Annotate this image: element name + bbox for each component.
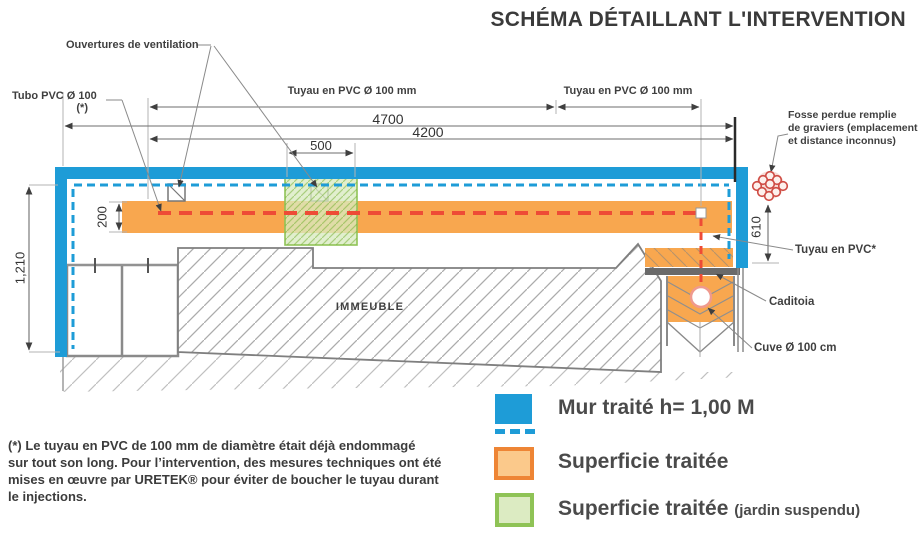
legend-swatch-jardin <box>495 493 534 527</box>
dim-500: 500 <box>310 138 332 153</box>
caditoia-label: Caditoia <box>769 296 815 308</box>
tuyau-pvc-left-label: Tuyau en PVC Ø 100 mm <box>287 85 417 97</box>
ventilation-openings-label: Ouvertures de ventilation <box>66 39 199 51</box>
dim-200: 200 <box>94 206 110 228</box>
tubo-pvc-note: (*) <box>76 102 88 114</box>
legend-label-mur-traite: Mur traité h= 1,00 M <box>558 396 755 419</box>
tuyau-pvc-star-label: Tuyau en PVC* <box>795 244 876 256</box>
dimension-lines <box>25 103 772 351</box>
dim-1210: 1,210 <box>12 251 28 285</box>
immeuble-label: IMMEUBLE <box>335 301 405 313</box>
page-title: SCHÉMA DÉTAILLANT L'INTERVENTION <box>490 8 906 31</box>
treated-area-band <box>122 201 744 357</box>
legend-swatch-superficie <box>494 447 534 480</box>
legend-label-superficie: Superficie traitée <box>558 450 729 473</box>
pipe-corner-junction <box>695 207 707 219</box>
building-shape <box>177 242 662 373</box>
tubo-pvc-label: Tubo PVC Ø 100 <box>12 90 97 102</box>
legend: Mur traité h= 1,00 M Superficie traitée … <box>492 392 917 534</box>
footnote-line: (*) Le tuyau en PVC de 100 mm de diamètr… <box>8 438 416 453</box>
footnote-line: sur tout son long. Pour l’intervention, … <box>8 455 442 470</box>
leader-lines <box>106 44 794 349</box>
slab-bar <box>645 268 740 275</box>
dim-4700: 4700 <box>372 111 404 127</box>
fosse-label-line3: et distance inconnus) <box>788 135 896 147</box>
cuve-label: Cuve Ø 100 cm <box>754 342 837 354</box>
legend-swatch-mur-dashes <box>495 429 535 435</box>
legend-swatch-mur-traite <box>495 394 532 424</box>
dim-610: 610 <box>748 216 764 238</box>
tuyau-pvc-right-label: Tuyau en PVC Ø 100 mm <box>563 85 693 97</box>
fosse-label-line2: de graviers (emplacement <box>788 122 918 134</box>
extension-lines <box>29 92 779 353</box>
basement-rooms <box>65 258 180 358</box>
legend-label-jardin: Superficie traitée (jardin suspendu) <box>558 497 861 520</box>
pvc-pipe-line <box>158 207 713 309</box>
footnote-line: le injections. <box>8 489 87 504</box>
footnote-line: mises en œuvre par URETEK® pour éviter d… <box>8 472 439 487</box>
treated-wall-band <box>55 167 748 357</box>
footnote: (*) Le tuyau en PVC de 100 mm de diamètr… <box>8 437 482 505</box>
ventilation-opening-1 <box>167 183 186 202</box>
ground-hatch <box>60 353 742 392</box>
dim-4200: 4200 <box>412 124 444 140</box>
cuve-circle <box>689 285 713 309</box>
fosse-label-line1: Fosse perdue remplie <box>788 109 897 121</box>
fosse-graviers-symbol <box>751 170 789 202</box>
